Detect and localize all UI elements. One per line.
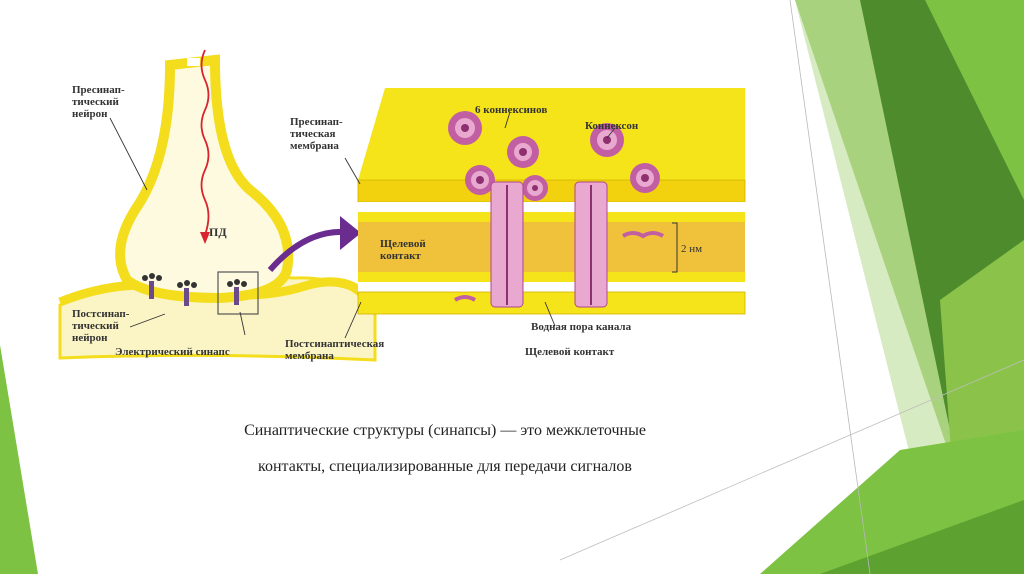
- presynaptic-neuron-shape: [115, 54, 294, 304]
- leader-line: [504, 111, 511, 129]
- gap-contact-side-label: Щелевой контакт: [380, 238, 426, 262]
- leader-line: [606, 127, 616, 139]
- synapse-illustration: [58, 49, 746, 362]
- presynaptic-neuron-label: Пресинап- тический нейрон: [72, 84, 125, 120]
- leader-line: [109, 117, 148, 191]
- leader-line: [239, 311, 246, 336]
- gap-width-label: 2 нм: [681, 243, 703, 255]
- gap-width-bracket: [672, 222, 678, 273]
- bottom-right-dark-shape: [820, 500, 1024, 574]
- top-membrane-slab: [358, 88, 745, 180]
- bottom-membrane-slab: [357, 291, 746, 315]
- bottom-membrane-white-line: [358, 282, 745, 292]
- caption-line-1: Синаптические структуры (синапсы) — это …: [244, 422, 646, 439]
- connexins-label: 6 коннексинов: [475, 104, 548, 116]
- leader-line: [544, 301, 556, 327]
- top-membrane-white-line: [358, 202, 745, 212]
- bottom-membrane-band: [358, 272, 745, 282]
- electric-synapse-label: Электрический синапс: [115, 346, 230, 358]
- connexon-label: Коннексон: [585, 120, 639, 132]
- left-green-triangle: [0, 345, 38, 574]
- thin-guide-line: [789, 0, 871, 574]
- gap-contact-bottom-label: Щелевой контакт: [525, 346, 615, 358]
- leader-line: [344, 157, 361, 185]
- zoom-arrow: [267, 228, 346, 272]
- zoom-box: [217, 271, 259, 315]
- connexon-flowers: [448, 111, 660, 201]
- action-potential-label: ПД: [209, 225, 227, 239]
- top-membrane-edge: [357, 179, 746, 203]
- zoom-arrowhead: [340, 216, 361, 250]
- action-potential-arrow: [200, 49, 210, 236]
- right-top-green-shape: [925, 0, 1024, 200]
- top-membrane-lower-band: [358, 212, 745, 222]
- thin-guide-line: [559, 359, 1024, 561]
- postsynaptic-neuron-label: Постсинап- тический нейрон: [72, 308, 130, 344]
- leader-line: [129, 313, 166, 328]
- presynaptic-membrane-label: Пресинап- тическая мембрана: [290, 116, 343, 152]
- water-pore-label: Водная пора канала: [531, 321, 632, 333]
- connexon-channels: [453, 181, 665, 308]
- leader-line: [344, 301, 362, 339]
- caption-line-2: контакты, специализированные для передач…: [258, 458, 632, 475]
- synapse-figure: Пресинап- тический нейрон ПД Постсинап- …: [55, 40, 765, 390]
- gap-junction-channels: [142, 273, 247, 306]
- action-potential-arrowhead: [200, 232, 210, 244]
- postsynaptic-membrane-label: Постсинаптическая мембрана: [285, 338, 385, 362]
